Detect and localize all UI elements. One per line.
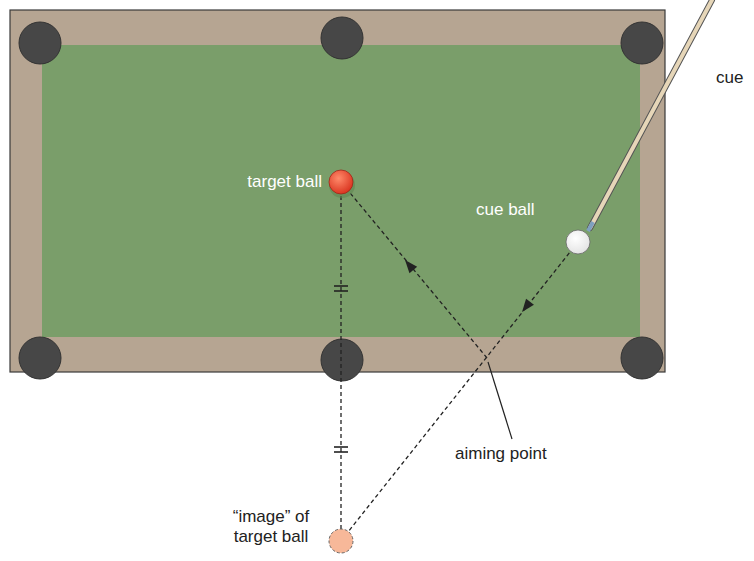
callout-label: “image” of target ball bbox=[222, 507, 320, 547]
callout-label: aiming point bbox=[455, 444, 547, 464]
ball-label: target ball bbox=[218, 172, 322, 192]
target-ball bbox=[329, 170, 353, 194]
dashed-paths bbox=[341, 182, 578, 532]
cue-stick bbox=[588, 0, 712, 231]
table-felt bbox=[42, 45, 640, 337]
leader-line bbox=[488, 362, 512, 439]
ball-label: cue ball bbox=[476, 200, 535, 220]
equal-length-marks bbox=[334, 286, 348, 452]
table-rail bbox=[10, 10, 665, 372]
arrowheads bbox=[401, 257, 534, 315]
image-ball bbox=[329, 529, 353, 553]
cue-ball bbox=[566, 230, 590, 254]
cue-label: cue bbox=[716, 68, 743, 88]
